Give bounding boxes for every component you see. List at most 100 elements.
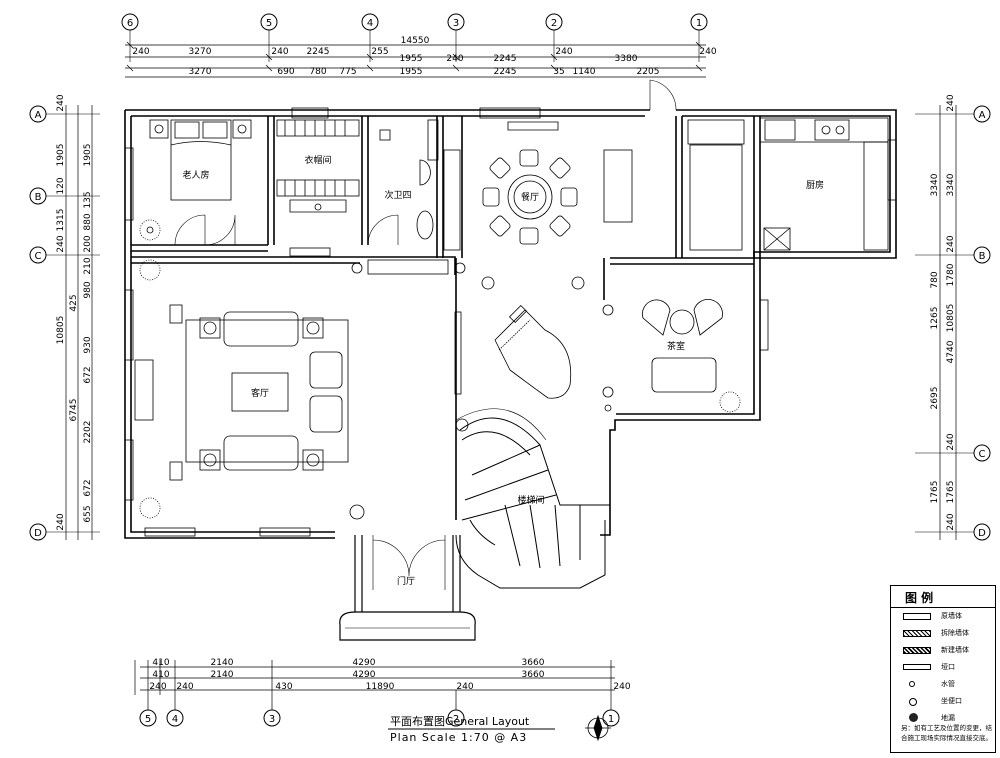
axis-left-c: C bbox=[35, 251, 42, 262]
legend-label: 原墙体 bbox=[941, 612, 962, 620]
dim-top-r1: 240 bbox=[555, 47, 572, 57]
dim-left: 120 bbox=[56, 177, 66, 194]
legend-label: 拆除墙体 bbox=[941, 629, 969, 637]
water-pipe-icon bbox=[909, 681, 915, 687]
axis-bottom-1: 1 bbox=[608, 714, 614, 725]
dim-bottom: 240 bbox=[149, 682, 166, 692]
axis-top-2: 2 bbox=[551, 18, 557, 29]
dim-top-r2: 1955 bbox=[400, 67, 423, 77]
dim-left: 1315 bbox=[56, 209, 66, 232]
dim-bottom: 410 bbox=[152, 670, 169, 680]
wall-original-icon bbox=[903, 613, 931, 620]
dim-right: 1765 bbox=[930, 481, 940, 504]
dim-right: 3340 bbox=[946, 173, 956, 196]
dim-top-r1: 2245 bbox=[494, 54, 517, 64]
drawing-scale: Plan Scale 1:70 @ A3 bbox=[390, 731, 528, 744]
toilet-outlet-icon bbox=[909, 698, 917, 706]
dim-right: 10805 bbox=[946, 304, 956, 333]
dim-left-inner: 880 bbox=[83, 213, 93, 230]
legend-item: 水管 bbox=[891, 676, 995, 693]
right-axis-markers bbox=[915, 105, 991, 541]
legend-note: 另：如有工艺及位置的变更，结合施工现场实际情况直接交底。 bbox=[901, 724, 992, 742]
room-label-tea-room: 茶室 bbox=[667, 340, 685, 352]
living-room-furniture bbox=[134, 259, 349, 519]
room-label-living: 客厅 bbox=[251, 387, 269, 399]
legend-item: 垭口 bbox=[891, 659, 995, 676]
right-dimension-lines bbox=[939, 105, 957, 540]
dim-right: 240 bbox=[946, 433, 956, 450]
dim-right: 4740 bbox=[946, 340, 956, 363]
dim-right: 3340 bbox=[930, 173, 940, 196]
wall-new-icon bbox=[903, 647, 931, 654]
floor-drain-icon bbox=[909, 713, 918, 722]
dim-left-inner: 1905 bbox=[83, 144, 93, 167]
staircase bbox=[455, 408, 610, 589]
dim-bottom: 4290 bbox=[353, 658, 376, 668]
windows bbox=[124, 107, 897, 537]
legend-title: 图 例 bbox=[891, 586, 995, 608]
dim-left-inner: 930 bbox=[83, 336, 93, 353]
dim-top-r1: 2245 bbox=[307, 47, 330, 57]
dim-top-r1: 3380 bbox=[615, 54, 638, 64]
dim-top-r1: 255 bbox=[371, 47, 388, 57]
legend-item: 拆除墙体 bbox=[891, 625, 995, 642]
dim-bottom: 11890 bbox=[366, 682, 395, 692]
dim-left-inner: 200 bbox=[83, 235, 93, 252]
axis-right-b: B bbox=[979, 251, 986, 262]
dim-right: 2695 bbox=[930, 387, 940, 410]
room-label-dining: 餐厅 bbox=[521, 191, 539, 203]
axis-top-1: 1 bbox=[696, 18, 702, 29]
axis-left-a: A bbox=[35, 110, 42, 121]
dim-right: 1780 bbox=[946, 263, 956, 286]
dim-bottom: 3660 bbox=[522, 658, 545, 668]
wall-demolished-icon bbox=[903, 630, 931, 637]
axis-left-b: B bbox=[35, 192, 42, 203]
dim-top-r1b: 1955 bbox=[400, 54, 423, 64]
north-arrow-icon bbox=[585, 714, 611, 742]
dim-bottom: 240 bbox=[176, 682, 193, 692]
dim-bottom: 410 bbox=[152, 658, 169, 668]
legend-label: 地漏 bbox=[941, 714, 955, 722]
dim-top-r2: 775 bbox=[339, 67, 356, 77]
dim-top-r1: 240 bbox=[446, 54, 463, 64]
axis-top-4: 4 bbox=[367, 18, 373, 29]
doors bbox=[174, 79, 677, 590]
dining-furniture bbox=[482, 121, 633, 245]
dim-bottom: 2140 bbox=[211, 670, 234, 680]
legend-label: 坐便口 bbox=[941, 697, 962, 705]
axis-left-d: D bbox=[34, 528, 42, 539]
room-label-kitchen: 厨房 bbox=[806, 179, 824, 191]
dim-top-r1: 240 bbox=[699, 47, 716, 57]
dim-left-inner: 2202 bbox=[83, 421, 93, 444]
dim-left: 10805 bbox=[56, 316, 66, 345]
dim-top-r1: 240 bbox=[132, 47, 149, 57]
right-dimensions: 240 3340 3340 240 1780 780 1265 4740 269… bbox=[930, 94, 956, 530]
legend-item: 原墙体 bbox=[891, 608, 995, 625]
bottom-dimension-lines bbox=[134, 660, 615, 710]
dim-top-r2: 35 bbox=[553, 67, 564, 77]
dim-left: 240 bbox=[56, 94, 66, 111]
dim-right: 780 bbox=[930, 271, 940, 288]
axis-bottom-3: 3 bbox=[269, 714, 275, 725]
dim-left-inner: 672 bbox=[83, 366, 93, 383]
dim-bottom: 240 bbox=[613, 682, 630, 692]
dim-top-r2: 2205 bbox=[637, 67, 660, 77]
dim-top-r2: 2245 bbox=[494, 67, 517, 77]
axis-bottom-2: 2 bbox=[453, 714, 459, 725]
dim-bottom: 2140 bbox=[211, 658, 234, 668]
dim-right: 240 bbox=[946, 513, 956, 530]
legend-label: 水管 bbox=[941, 680, 955, 688]
closet-furniture bbox=[276, 119, 360, 213]
piano bbox=[494, 304, 572, 399]
room-label-foyer: 门厅 bbox=[397, 575, 415, 587]
dim-top-overall: 14550 bbox=[401, 36, 430, 46]
legend-label: 垭口 bbox=[941, 663, 955, 671]
dim-top-r2: 690 bbox=[277, 67, 294, 77]
axis-top-5: 5 bbox=[266, 18, 272, 29]
bathroom-fixtures bbox=[379, 119, 461, 251]
drawing-title-block: 平面布置图General Layout Plan Scale 1:70 @ A3 bbox=[390, 713, 529, 744]
room-label-closet: 衣帽间 bbox=[304, 154, 331, 166]
dim-bottom: 430 bbox=[275, 682, 292, 692]
bottom-dimensions: 410 2140 4290 3660 410 2140 4290 3660 24… bbox=[149, 658, 630, 692]
legend: 图 例 原墙体 拆除墙体 新建墙体 垭口 水管 坐便口 地漏 另：如有工艺及位置… bbox=[890, 585, 996, 753]
